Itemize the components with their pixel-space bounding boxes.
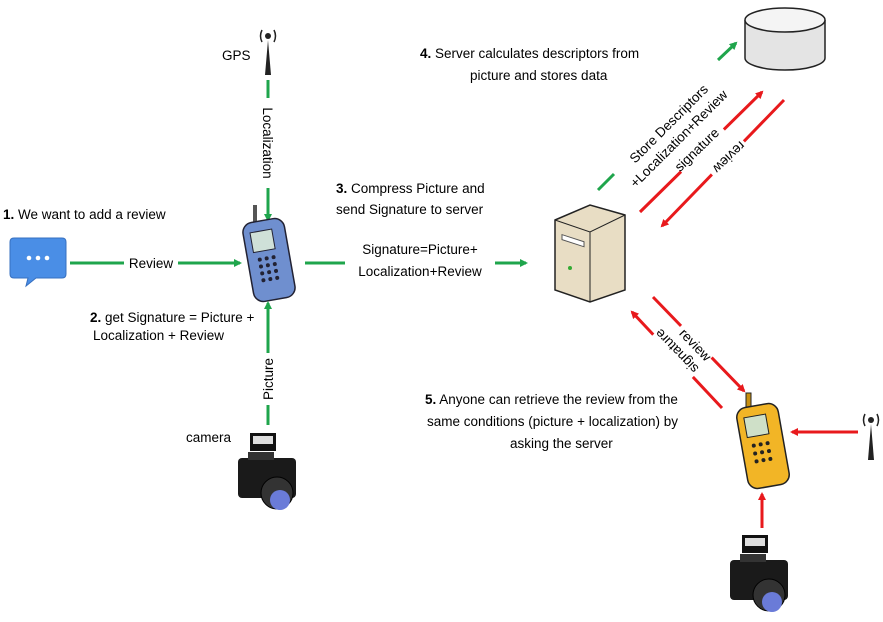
signature-label-line2: Localization+Review [358,264,482,279]
step-1-text: 1. We want to add a review [3,207,166,222]
gps-label: GPS [222,48,251,63]
step-2-text: 2. get Signature = Picture + [90,310,254,325]
step-5-text: 5. Anyone can retrieve the review from t… [425,392,678,407]
step-3-text-line2: send Signature to server [336,202,484,217]
step-5-text-line3: asking the server [510,436,613,451]
server-icon [554,204,626,303]
step-4-text-line2: picture and stores data [470,68,608,83]
review-arrow-label: Review [129,256,174,271]
step-5-text-line2: same conditions (picture + localization)… [427,414,678,429]
gps-antenna-icon-2 [862,413,880,460]
mobile-phone-icon [242,205,296,303]
mobile-phone-yellow-icon [736,392,790,490]
step-2-text-line2: Localization + Review [93,328,224,343]
signature-label-line1: Signature=Picture+ [362,242,478,257]
step-3-text: 3. Compress Picture and [336,181,485,196]
chat-bubble-icon [9,237,67,288]
store-descriptors-arrow-tail [596,172,616,192]
camera-icon-2 [730,535,788,612]
picture-arrow-label: Picture [261,358,276,400]
store-descriptors-arrow [716,41,738,62]
camera-label: camera [186,430,232,445]
step-4-text: 4. Server calculates descriptors from [420,46,639,61]
database-icon [744,7,826,71]
gps-antenna-icon [259,29,277,75]
localization-arrow-label: Localization [260,107,275,178]
camera-icon [238,433,296,510]
